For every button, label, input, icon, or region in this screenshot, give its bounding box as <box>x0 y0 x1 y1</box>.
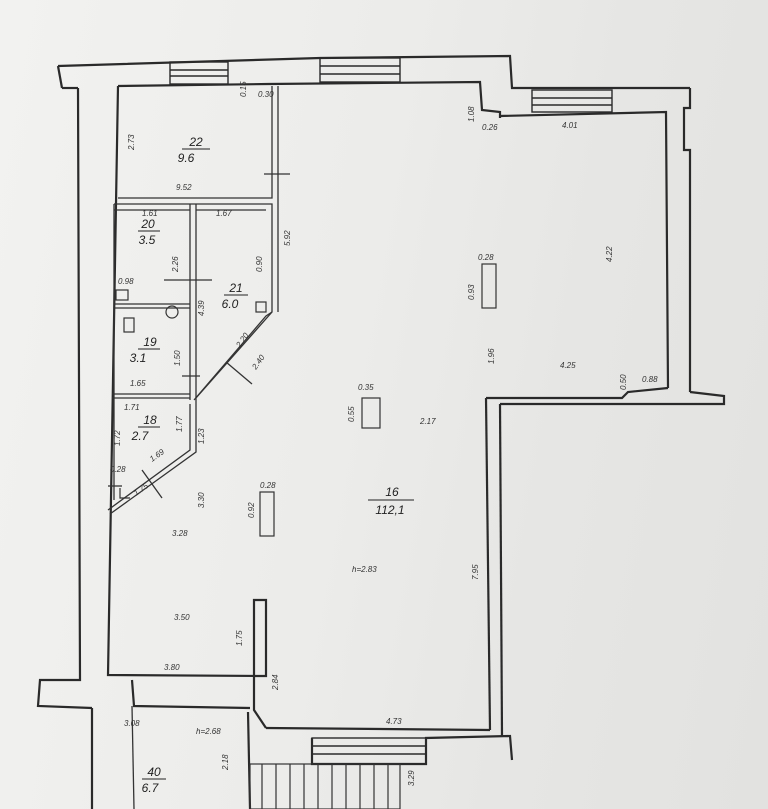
svg-text:22: 22 <box>188 135 203 149</box>
dim-label: 3.30 <box>197 492 206 508</box>
dim-label: 2.17 <box>419 417 436 426</box>
svg-text:19: 19 <box>143 335 157 349</box>
dim-label: 2.26 <box>171 256 180 273</box>
dim-label: 4.22 <box>605 246 614 262</box>
interior-walls <box>107 86 290 809</box>
dim-label: 0.55 <box>347 406 356 422</box>
dim-label: 0.93 <box>467 284 476 300</box>
room-16-label: 16 112,1 <box>368 485 414 517</box>
dim-label: 2.18 <box>221 754 230 771</box>
dim-label: 4.25 <box>560 361 576 370</box>
svg-text:16: 16 <box>385 485 399 499</box>
fixtures <box>115 263 497 537</box>
dim-label: 0.35 <box>358 383 374 392</box>
dim-label: 1.65 <box>130 379 146 388</box>
dim-label: 1.75 <box>132 481 150 498</box>
room-19-label: 19 3.1 <box>130 335 160 365</box>
svg-text:6.0: 6.0 <box>222 297 239 311</box>
room-22-label: 22 9.6 <box>178 135 210 165</box>
svg-text:112,1: 112,1 <box>375 503 404 517</box>
dim-label: 2.20 <box>234 331 251 350</box>
room-21-label: 21 6.0 <box>222 281 248 311</box>
svg-text:18: 18 <box>143 413 157 427</box>
dim-label: 1.72 <box>113 430 122 446</box>
dim-label: 1.69 <box>148 447 166 464</box>
dim-label: 1.96 <box>487 348 496 364</box>
dim-label: 5.92 <box>283 230 292 246</box>
dim-label: 0.90 <box>255 256 264 272</box>
dim-label: 1.75 <box>235 630 244 646</box>
dim-label: 7.95 <box>471 564 480 580</box>
svg-text:3.5: 3.5 <box>139 233 156 247</box>
dim-label: 1.77 <box>175 416 184 432</box>
dim-label: 1.61 <box>142 209 158 218</box>
room-18-label: 18 2.7 <box>131 413 160 443</box>
dim-label: 3.29 <box>407 770 416 786</box>
dim-label: 0.28 <box>110 465 126 474</box>
dim-label: h=2.83 <box>352 565 377 574</box>
dim-label: 4.01 <box>562 121 578 130</box>
dim-label: 0.88 <box>642 375 658 384</box>
dimension-labels: 0.30 0.15 2.73 9.52 1.61 1.67 2.26 0.98 … <box>110 81 658 786</box>
dim-label: 3.28 <box>172 529 188 538</box>
dim-label: 1.71 <box>124 403 140 412</box>
svg-text:20: 20 <box>140 217 155 231</box>
dim-label: 2.40 <box>250 353 267 372</box>
dim-label: 2.84 <box>271 674 280 691</box>
dim-label: 0.28 <box>260 481 276 490</box>
dim-label: 1.23 <box>197 428 206 444</box>
svg-text:40: 40 <box>147 765 161 779</box>
dim-label: 1.67 <box>216 209 232 218</box>
svg-text:3.1: 3.1 <box>130 351 147 365</box>
svg-text:6.7: 6.7 <box>142 781 160 795</box>
dim-label: 4.39 <box>197 300 206 316</box>
dim-label: h=2.68 <box>196 727 221 736</box>
room-20-label: 20 3.5 <box>138 217 160 247</box>
dim-label: 2.73 <box>127 134 136 151</box>
dim-label: 1.08 <box>467 106 476 122</box>
dim-label: 0.15 <box>239 81 248 97</box>
dim-label: 0.30 <box>258 90 274 99</box>
dim-label: 3.50 <box>174 613 190 622</box>
dim-label: 3.80 <box>164 663 180 672</box>
dim-label: 4.73 <box>386 717 402 726</box>
dim-label: 0.50 <box>619 374 628 390</box>
svg-text:9.6: 9.6 <box>178 151 195 165</box>
windows <box>169 57 613 765</box>
dim-label: 9.52 <box>176 183 192 192</box>
room-40-label: 40 6.7 <box>142 765 166 795</box>
svg-text:21: 21 <box>228 281 242 295</box>
stairs <box>249 763 401 809</box>
dim-label: 0.98 <box>118 277 134 286</box>
dim-label: 1.50 <box>173 350 182 366</box>
dim-label: 0.28 <box>478 253 494 262</box>
dim-label: 0.26 <box>482 123 498 132</box>
dim-label: 3.08 <box>124 719 140 728</box>
svg-text:2.7: 2.7 <box>131 429 150 443</box>
dim-label: 0.92 <box>247 502 256 518</box>
